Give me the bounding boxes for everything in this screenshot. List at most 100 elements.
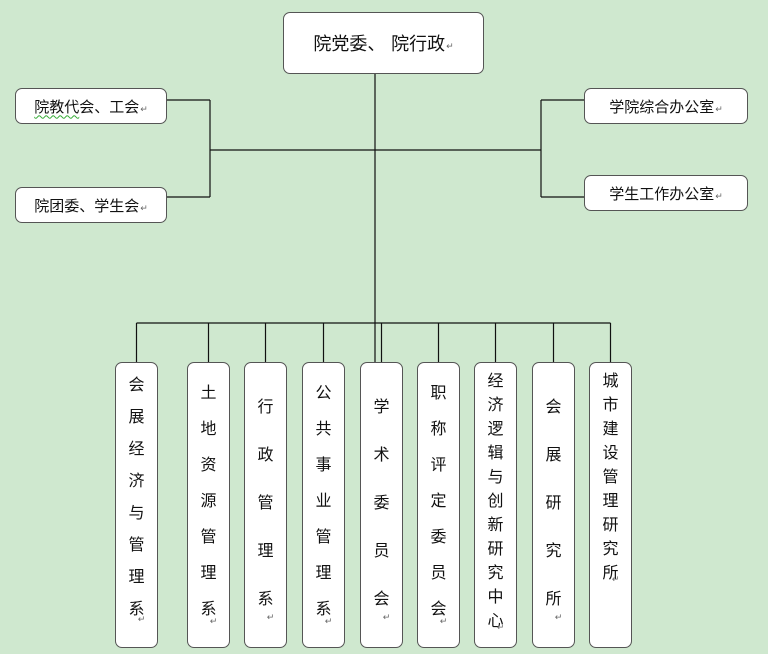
- department-node-char: 行: [257, 397, 274, 416]
- department-node-char: 理: [200, 563, 217, 582]
- top-node-label: 院党委、 院行政: [313, 34, 446, 55]
- paragraph-mark: ↵: [496, 623, 505, 633]
- paragraph-mark: ↵: [715, 192, 723, 202]
- department-node-char: 系: [200, 599, 217, 618]
- department-node-char: 公: [315, 383, 332, 402]
- department-node-char: 管: [602, 467, 619, 486]
- department-node-char: 经: [128, 439, 145, 458]
- department-node-char: 理: [257, 541, 274, 560]
- department-node-char: 定: [430, 491, 447, 510]
- paragraph-mark: ↵: [611, 575, 620, 585]
- department-node-char: 与: [487, 467, 504, 486]
- department-node-char: 展: [545, 445, 562, 464]
- department-node-char: 术: [373, 445, 390, 464]
- department-node-char: 研: [545, 493, 562, 512]
- department-node-char: 管: [257, 493, 274, 512]
- department-node-char: 理: [602, 491, 619, 510]
- department-node-char: 共: [315, 419, 332, 438]
- paragraph-mark: ↵: [266, 613, 275, 623]
- department-node: 会展经济与管理系↵: [115, 362, 158, 648]
- top-node: 院党委、 院行政↵: [283, 12, 484, 74]
- department-node-char: 辑: [487, 443, 504, 462]
- paragraph-mark: ↵: [324, 617, 333, 627]
- left-node-label-rest: 会、工会: [79, 97, 140, 116]
- department-node: 行政管理系 ↵: [244, 362, 287, 648]
- department-node-char: 展: [128, 407, 145, 426]
- department-node-char: 理: [315, 563, 332, 582]
- department-node-char: 会: [545, 397, 562, 416]
- department-node-char: 所: [602, 563, 619, 582]
- department-node-char: 学: [373, 397, 390, 416]
- department-node: 城市建设管理研究所↵: [589, 362, 632, 648]
- department-node-char: 研: [487, 539, 504, 558]
- department-node-char: 管: [128, 535, 145, 554]
- left-node-youth-league: 院团委、学生会↵: [15, 187, 167, 223]
- spelling-underline: 院教代: [34, 97, 80, 116]
- department-node-char: 研: [602, 515, 619, 534]
- paragraph-mark: ↵: [439, 617, 448, 627]
- department-node-char: 与: [128, 503, 145, 522]
- department-node: 会展研究所 ↵: [532, 362, 575, 648]
- left-node-label: 院团委、学生会: [34, 196, 140, 215]
- department-node: 土地资源管理系↵: [187, 362, 230, 648]
- department-node-char: 究: [545, 541, 562, 560]
- department-node-char: 称: [430, 419, 447, 438]
- department-node-char: 系: [315, 599, 332, 618]
- department-node-char: 职: [430, 383, 447, 402]
- department-node-char: 济: [487, 395, 504, 414]
- department-node-char: 系: [128, 599, 145, 618]
- paragraph-mark: ↵: [554, 613, 563, 623]
- paragraph-mark: ↵: [715, 105, 723, 115]
- department-node: 职称评定委员会↵: [417, 362, 460, 648]
- department-node-char: 地: [200, 419, 217, 438]
- department-node-char: 心: [487, 611, 504, 630]
- right-node-label: 学生工作办公室: [609, 184, 715, 203]
- department-node: 学术委员会 ↵: [360, 362, 403, 648]
- department-node-char: 理: [128, 567, 145, 586]
- department-node-char: 所: [545, 589, 562, 608]
- department-node-char: 员: [430, 563, 447, 582]
- department-node-char: 设: [602, 443, 619, 462]
- department-node-char: 究: [487, 563, 504, 582]
- department-node-char: 中: [487, 587, 504, 606]
- department-node-char: 城: [602, 371, 619, 390]
- department-node-char: 逻: [487, 419, 504, 438]
- department-node-char: 市: [602, 395, 619, 414]
- department-node-char: 新: [487, 515, 504, 534]
- department-node-char: 系: [257, 589, 274, 608]
- department-node-char: 会: [128, 375, 145, 394]
- department-node: 经济逻辑与创新研究中心↵: [474, 362, 517, 648]
- department-node-char: 业: [315, 491, 332, 510]
- department-node-char: 土: [200, 383, 217, 402]
- department-node-char: 经: [487, 371, 504, 390]
- department-node-char: 创: [487, 491, 504, 510]
- department-node-char: 事: [315, 455, 332, 474]
- department-node: 公共事业管理系↵: [302, 362, 345, 648]
- paragraph-mark: ↵: [140, 204, 148, 214]
- department-node-char: 管: [200, 527, 217, 546]
- paragraph-mark: ↵: [140, 105, 148, 115]
- right-node-general-office: 学院综合办公室↵: [584, 88, 748, 124]
- department-node-char: 评: [430, 455, 447, 474]
- left-node-label: 院教代会、工会: [34, 96, 139, 117]
- department-node-char: 员: [373, 541, 390, 560]
- paragraph-mark: ↵: [382, 613, 391, 623]
- department-node-char: 建: [602, 419, 619, 438]
- department-node-char: 会: [430, 599, 447, 618]
- paragraph-mark: ↵: [137, 615, 146, 625]
- department-node-char: 政: [257, 445, 274, 464]
- right-node-student-affairs: 学生工作办公室↵: [584, 175, 748, 211]
- department-node-char: 会: [373, 589, 390, 608]
- left-node-union: 院教代会、工会↵: [15, 88, 167, 124]
- paragraph-mark: ↵: [446, 42, 454, 52]
- right-node-label: 学院综合办公室: [609, 97, 715, 116]
- department-node-char: 委: [430, 527, 447, 546]
- department-node-char: 源: [200, 491, 217, 510]
- department-node-char: 管: [315, 527, 332, 546]
- department-node-char: 资: [200, 455, 217, 474]
- paragraph-mark: ↵: [209, 617, 218, 627]
- department-node-char: 济: [128, 471, 145, 490]
- department-node-char: 委: [373, 493, 390, 512]
